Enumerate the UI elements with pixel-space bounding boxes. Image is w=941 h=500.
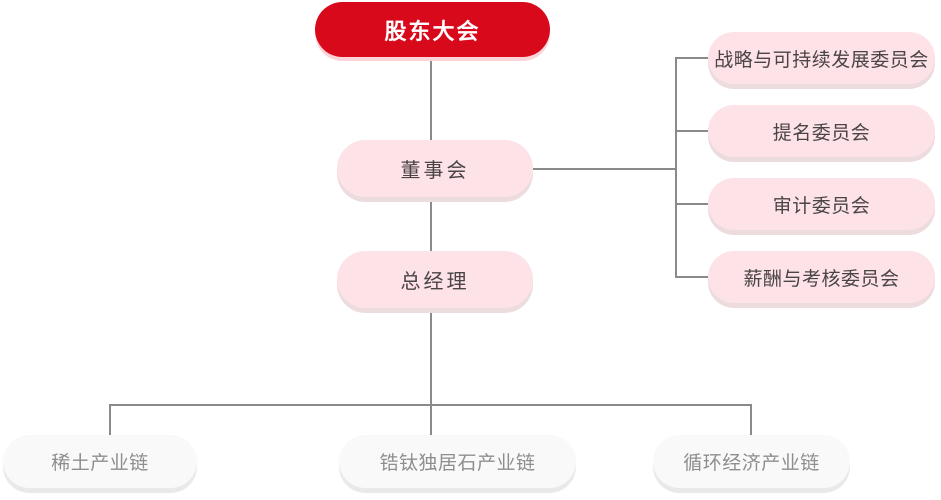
node-chain-zirconium-titanium-monazite: 锆钛独居石产业链: [339, 435, 576, 488]
node-chain-circular-economy: 循环经济产业链: [653, 435, 850, 488]
node-committee-audit: 审计委员会: [708, 178, 935, 230]
node-committee-nomination: 提名委员会: [708, 105, 935, 157]
node-committee-strategy-sustainability: 战略与可持续发展委员会: [708, 32, 935, 84]
node-shareholders-meeting: 股东大会: [315, 2, 550, 57]
node-chain-rare-earth: 稀土产业链: [3, 435, 197, 488]
node-board-of-directors: 董事会: [337, 140, 533, 197]
node-general-manager: 总经理: [337, 251, 533, 308]
node-committee-remuneration-assessment: 薪酬与考核委员会: [708, 251, 935, 303]
